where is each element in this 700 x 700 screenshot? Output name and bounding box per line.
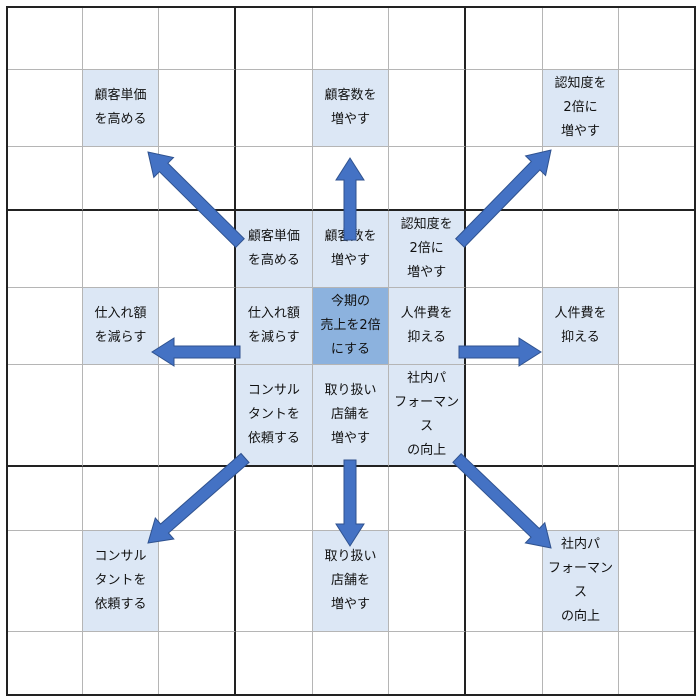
- empty-cell: [82, 365, 160, 467]
- empty-cell: [465, 288, 543, 365]
- center-subgoal-5: コンサル タントを 依頼する: [235, 365, 313, 467]
- empty-cell: [82, 6, 160, 70]
- empty-cell: [6, 6, 83, 70]
- central-goal: 今期の 売上を2倍 にする: [312, 288, 390, 365]
- empty-cell: [159, 288, 236, 365]
- empty-cell: [465, 211, 543, 288]
- empty-cell: [619, 365, 696, 467]
- empty-cell: [159, 6, 236, 70]
- empty-cell: [6, 211, 83, 288]
- empty-cell: [6, 467, 83, 531]
- empty-cell: [389, 467, 466, 531]
- empty-cell: [82, 467, 160, 531]
- empty-cell: [542, 467, 620, 531]
- empty-cell: [542, 211, 620, 288]
- empty-cell: [6, 632, 83, 696]
- empty-cell: [159, 365, 236, 467]
- empty-cell: [619, 6, 696, 70]
- empty-cell: [466, 632, 543, 696]
- outer-goal-5: コンサル タントを 依頼する: [82, 531, 160, 632]
- empty-cell: [389, 632, 466, 696]
- empty-cell: [313, 632, 390, 696]
- center-subgoal-0: 顧客単価 を高める: [235, 211, 313, 288]
- empty-cell: [312, 467, 390, 531]
- empty-cell: [236, 632, 313, 696]
- empty-cell: [82, 147, 160, 211]
- empty-cell: [159, 147, 236, 211]
- empty-cell: [235, 70, 313, 147]
- empty-cell: [159, 70, 236, 147]
- center-subgoal-4: 人件費を 抑える: [389, 288, 466, 365]
- empty-cell: [465, 365, 543, 467]
- outer-goal-6: 取り扱い 店舗を 増やす: [312, 531, 390, 632]
- center-subgoal-7: 社内パ フォーマンス の向上: [389, 365, 466, 467]
- empty-cell: [542, 365, 620, 467]
- center-subgoal-3: 仕入れ額 を減らす: [235, 288, 313, 365]
- empty-cell: [6, 70, 83, 147]
- outer-goal-4: 人件費を 抑える: [542, 288, 620, 365]
- outer-goal-1: 顧客数を 増やす: [312, 70, 390, 147]
- outer-goal-2: 認知度を 2倍に 増やす: [542, 70, 620, 147]
- outer-goal-0: 顧客単価 を高める: [82, 70, 160, 147]
- empty-cell: [6, 288, 83, 365]
- empty-cell: [235, 6, 313, 70]
- empty-cell: [542, 147, 620, 211]
- outer-goal-3: 仕入れ額 を減らす: [82, 288, 160, 365]
- empty-cell: [465, 467, 543, 531]
- center-subgoal-1: 顧客数を 増やす: [312, 211, 390, 288]
- empty-cell: [235, 467, 313, 531]
- center-subgoal-6: 取り扱い 店舗を 増やす: [312, 365, 390, 467]
- empty-cell: [83, 632, 160, 696]
- empty-cell: [619, 211, 696, 288]
- empty-cell: [619, 147, 696, 211]
- empty-cell: [6, 531, 83, 632]
- empty-cell: [389, 6, 466, 70]
- empty-cell: [619, 288, 696, 365]
- empty-cell: [235, 147, 313, 211]
- empty-cell: [619, 467, 696, 531]
- empty-cell: [6, 147, 83, 211]
- empty-cell: [82, 211, 160, 288]
- center-subgoal-2: 認知度を 2倍に 増やす: [389, 211, 466, 288]
- empty-cell: [389, 70, 466, 147]
- mandala-chart-grid: 顧客単価 を高める顧客数を 増やす認知度を 2倍に 増やす顧客単価 を高める顧客…: [6, 6, 696, 696]
- empty-cell: [543, 632, 620, 696]
- empty-cell: [6, 365, 83, 467]
- empty-cell: [465, 531, 543, 632]
- empty-cell: [619, 70, 696, 147]
- empty-cell: [235, 531, 313, 632]
- empty-cell: [465, 6, 543, 70]
- empty-cell: [159, 467, 236, 531]
- empty-cell: [312, 6, 390, 70]
- empty-cell: [159, 211, 236, 288]
- outer-goal-7: 社内パ フォーマンス の向上: [542, 531, 620, 632]
- empty-cell: [389, 531, 466, 632]
- empty-cell: [159, 531, 236, 632]
- empty-cell: [159, 632, 236, 696]
- empty-cell: [465, 147, 543, 211]
- empty-cell: [542, 6, 620, 70]
- empty-cell: [619, 531, 696, 632]
- empty-cell: [619, 632, 696, 696]
- empty-cell: [389, 147, 466, 211]
- empty-cell: [465, 70, 543, 147]
- empty-cell: [312, 147, 390, 211]
